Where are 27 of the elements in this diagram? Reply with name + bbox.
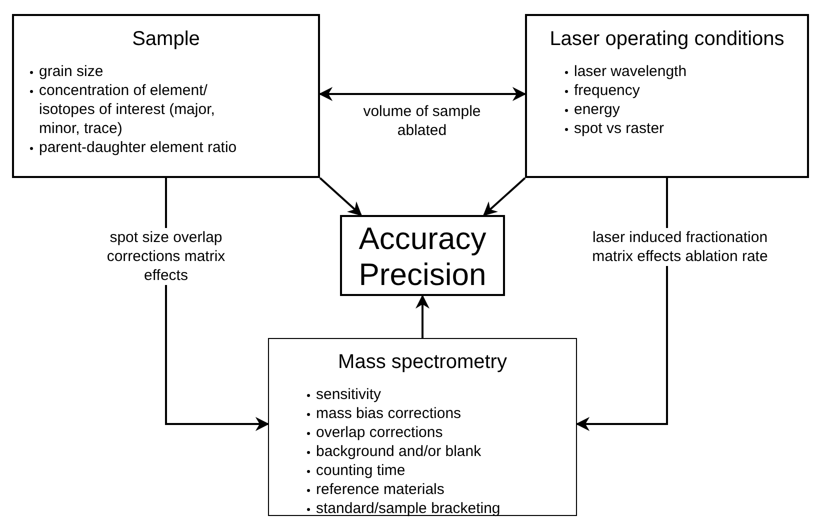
list-item: energy bbox=[574, 100, 620, 119]
list-item: grain size bbox=[39, 62, 104, 81]
category-box bbox=[525, 14, 809, 178]
list-item: concentration of element/ isotopes of interest (major, minor, trace) bbox=[39, 81, 216, 138]
category-box bbox=[12, 14, 320, 178]
arrow bbox=[416, 294, 430, 338]
arrow bbox=[576, 178, 668, 431]
list-item: laser wavelength bbox=[574, 62, 687, 81]
box-heading: Mass spectrometry bbox=[337, 350, 508, 375]
list-item: standard/sample bracketing bbox=[316, 499, 500, 518]
list-item: spot vs raster bbox=[574, 119, 664, 138]
category-box bbox=[268, 338, 577, 516]
list-item: frequency bbox=[574, 81, 640, 100]
arrow bbox=[482, 177, 526, 216]
arrow bbox=[319, 177, 362, 216]
result-box bbox=[340, 215, 505, 296]
box-heading: Laser operating conditions bbox=[548, 27, 786, 52]
list-item: sensitivity bbox=[316, 385, 382, 404]
arrow bbox=[318, 87, 526, 101]
list-item: reference materials bbox=[316, 480, 444, 499]
list-item: parent-daughter element ratio bbox=[39, 138, 237, 157]
result-text: Accuracy Precision bbox=[358, 220, 488, 293]
list-item: mass bias corrections bbox=[316, 404, 462, 423]
box-heading: Sample bbox=[131, 27, 201, 52]
list-item: counting time bbox=[316, 461, 406, 480]
list-item: background and/or blank bbox=[316, 442, 482, 461]
list-item: overlap corrections bbox=[316, 423, 443, 442]
